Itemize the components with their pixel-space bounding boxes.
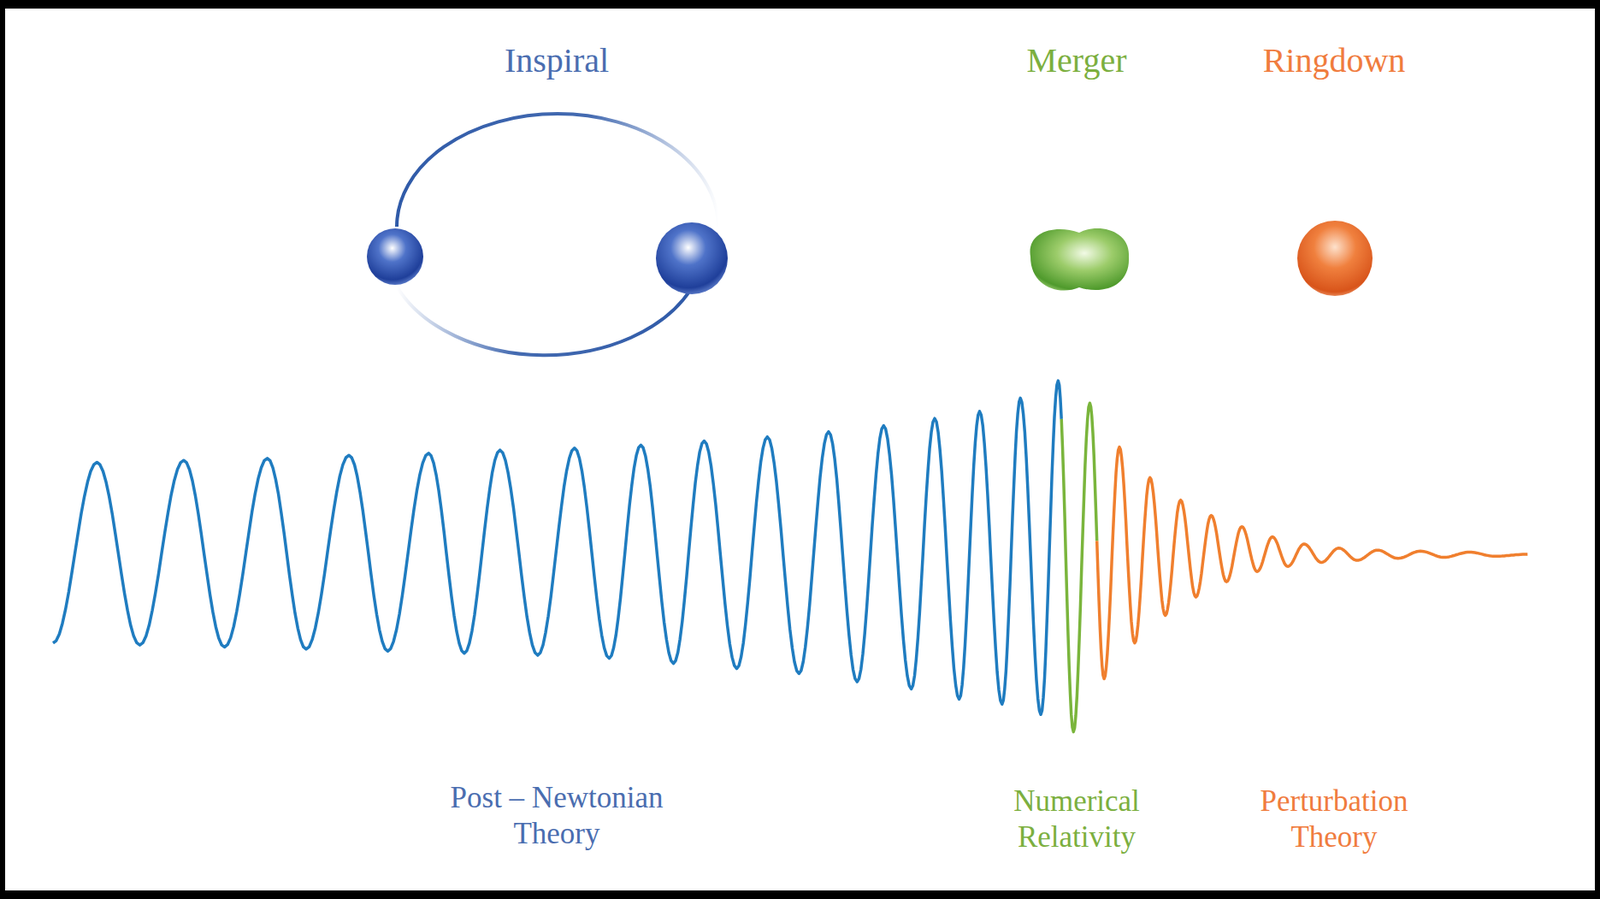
merging-black-hole — [1030, 228, 1130, 290]
waveform-illustration — [5, 8, 1595, 891]
merger-wave — [1061, 402, 1098, 732]
black-hole — [366, 228, 424, 285]
phase-title: Ringdown — [1205, 40, 1463, 82]
method-label: Post – Newtonian Theory — [415, 779, 698, 852]
ringdown-wave — [1097, 447, 1529, 679]
orbit-arc — [396, 113, 719, 227]
inspiral-wave — [53, 380, 1062, 715]
phase-title: Inspiral — [428, 40, 685, 82]
orbit-arc — [396, 286, 691, 355]
final-black-hole — [1297, 220, 1373, 296]
diagram-ground: Inspiral MergerRingdownPost – Newtonian T… — [5, 8, 1595, 891]
black-hole — [655, 222, 728, 295]
phase-title: Merger — [948, 40, 1205, 82]
method-label: Numerical Relativity — [974, 783, 1180, 856]
method-label: Perturbation Theory — [1222, 783, 1446, 856]
